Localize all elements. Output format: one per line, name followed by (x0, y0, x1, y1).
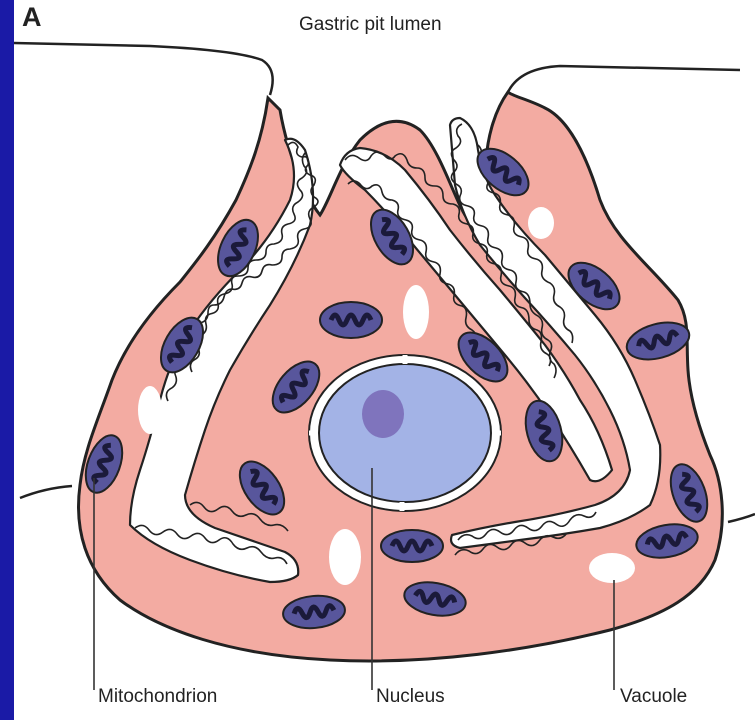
vacuole (329, 529, 361, 585)
nucleolus (362, 390, 404, 438)
panel-label: A (22, 2, 42, 33)
vacuole (138, 386, 162, 434)
vacuole (589, 553, 635, 583)
mitochondrion-label: Mitochondrion (98, 686, 217, 708)
vacuole-label: Vacuole (620, 686, 687, 708)
figure-panel: A Gastric pit lumen Mitochondrion Nucleu… (14, 0, 755, 720)
mitochondrion (381, 530, 443, 562)
figure-title: Gastric pit lumen (299, 14, 442, 36)
mitochondrion (320, 302, 382, 338)
basement-left (20, 486, 72, 498)
basement-right (728, 514, 755, 522)
nucleus-label: Nucleus (376, 686, 445, 708)
parietal-cell-diagram (14, 0, 755, 720)
nucleoplasm (319, 364, 491, 502)
vacuole (528, 207, 554, 239)
vacuole (403, 285, 429, 339)
lumen-edge-right (508, 66, 740, 92)
lumen-edge-left (14, 43, 273, 95)
nucleus (309, 355, 501, 511)
